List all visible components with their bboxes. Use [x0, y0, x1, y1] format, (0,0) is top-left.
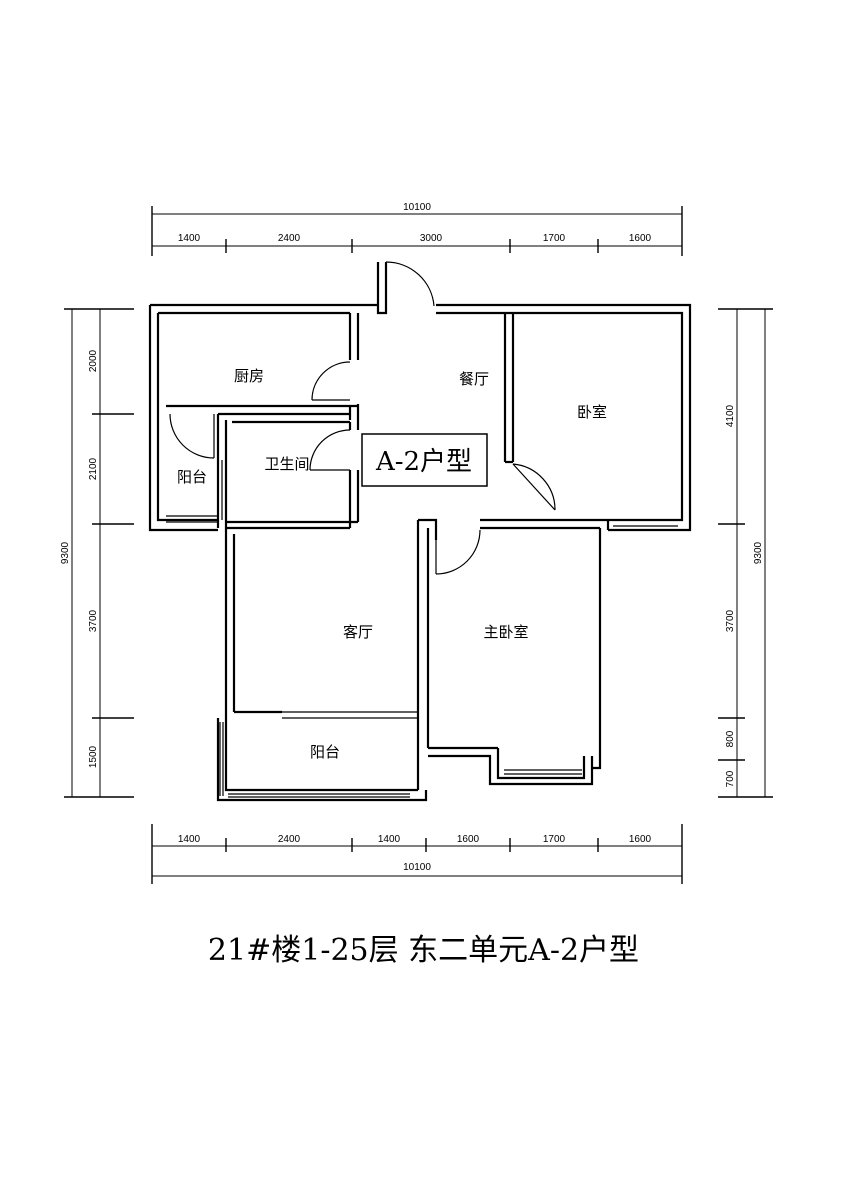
right-dim-4: 700 [725, 770, 736, 787]
right-total-dim: 9300 [753, 541, 764, 564]
right-dimension-chain: 4100 3700 800 700 9300 [718, 308, 773, 798]
top-dim-4: 1700 [543, 233, 566, 244]
bottom-dim-3: 1400 [378, 834, 401, 845]
room-living: 客厅 [343, 623, 373, 641]
doors [169, 261, 556, 575]
left-dim-3: 3700 [88, 609, 99, 632]
plan-caption: 21#楼1-25层 东二单元A-2户型 [207, 933, 640, 968]
bottom-dimension-chain: 1400 2400 1400 1600 1700 1600 10100 [151, 824, 683, 884]
balcony-door [169, 413, 215, 459]
bottom-dim-4: 1600 [457, 834, 480, 845]
walls [148, 262, 692, 802]
top-dim-3: 3000 [420, 233, 443, 244]
unit-label: A-2户型 [375, 447, 472, 477]
room-master-bedroom: 主卧室 [483, 623, 528, 641]
room-bedroom: 卧室 [577, 403, 607, 421]
top-dim-1: 1400 [178, 233, 201, 244]
top-dimension-chain: 10100 1400 2400 3000 1700 1600 [151, 202, 683, 256]
left-total-dim: 9300 [60, 541, 71, 564]
room-dining: 餐厅 [459, 370, 489, 388]
right-dim-1: 4100 [725, 404, 736, 427]
bottom-dim-2: 2400 [278, 834, 301, 845]
bottom-dim-5: 1700 [543, 834, 566, 845]
right-dim-3: 800 [725, 730, 736, 747]
bedroom-door [512, 463, 556, 511]
top-total-dim: 10100 [403, 202, 431, 213]
bathroom-door [309, 429, 351, 471]
right-dim-2: 3700 [725, 609, 736, 632]
left-dimension-chain: 9300 2000 2100 3700 1500 [60, 308, 134, 798]
top-dim-2: 2400 [278, 233, 301, 244]
left-dim-1: 2000 [88, 349, 99, 372]
bottom-total-dim: 10100 [403, 862, 431, 873]
unit-label-box [361, 433, 488, 487]
left-dim-4: 1500 [88, 745, 99, 768]
left-dim-2: 2100 [88, 457, 99, 480]
bottom-dim-1: 1400 [178, 834, 201, 845]
top-dim-5: 1600 [629, 233, 652, 244]
room-bathroom: 卫生间 [264, 455, 309, 473]
kitchen-door [311, 361, 351, 401]
entry-door [385, 261, 435, 307]
master-bedroom-door [435, 529, 481, 575]
windows [166, 460, 678, 798]
room-balcony-small: 阳台 [177, 468, 207, 486]
room-balcony-south: 阳台 [310, 743, 340, 761]
room-kitchen: 厨房 [234, 367, 264, 385]
bottom-dim-6: 1600 [629, 834, 652, 845]
